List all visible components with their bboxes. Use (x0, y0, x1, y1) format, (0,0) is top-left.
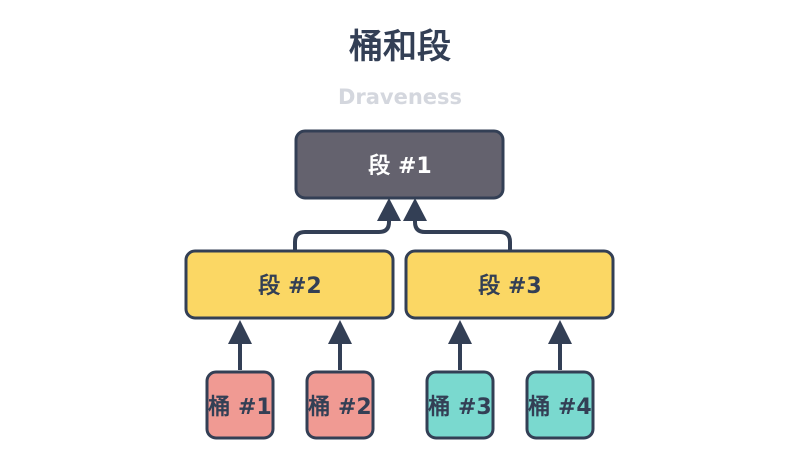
arrowhead-segment-2-to-segment-1 (377, 198, 401, 221)
segment-2-node: 段 #2 (184, 249, 395, 320)
diagram-title: 桶和段 (349, 27, 451, 67)
diagram-subtitle: Draveness (338, 85, 462, 109)
bucket-3-box (425, 370, 495, 440)
bucket-1-node: 桶 #1 (205, 370, 275, 440)
segment-2-label: 段 #2 (258, 273, 321, 299)
edge-segment-2-to-segment-1 (293, 210, 391, 250)
bucket-4-label: 桶 #4 (528, 395, 591, 420)
segment-1-node: 段 #1 (294, 129, 505, 200)
edge-segment-3-to-segment-1 (413, 210, 512, 250)
segment-1-box (294, 129, 505, 200)
segment-1-label: 段 #1 (368, 153, 431, 179)
segment-2-box (184, 249, 395, 320)
bucket-4-node: 桶 #4 (525, 370, 595, 440)
arrowhead-segment-3-to-segment-1 (403, 198, 427, 221)
arrowhead-bucket-2-to-segment-2 (328, 320, 352, 344)
bucket-3-label: 桶 #3 (428, 395, 491, 420)
bucket-4-box (525, 370, 595, 440)
arrowhead-bucket-3-to-segment-3 (448, 320, 472, 344)
bucket-2-box (305, 370, 375, 440)
segment-3-box (404, 249, 615, 320)
segment-3-label: 段 #3 (478, 273, 541, 299)
bucket-1-box (205, 370, 275, 440)
bucket-2-label: 桶 #2 (308, 395, 371, 420)
arrowhead-bucket-4-to-segment-3 (548, 320, 572, 344)
arrowhead-bucket-1-to-segment-2 (228, 320, 252, 344)
bucket-2-node: 桶 #2 (305, 370, 375, 440)
segment-3-node: 段 #3 (404, 249, 615, 320)
bucket-1-label: 桶 #1 (208, 395, 271, 420)
bucket-3-node: 桶 #3 (425, 370, 495, 440)
